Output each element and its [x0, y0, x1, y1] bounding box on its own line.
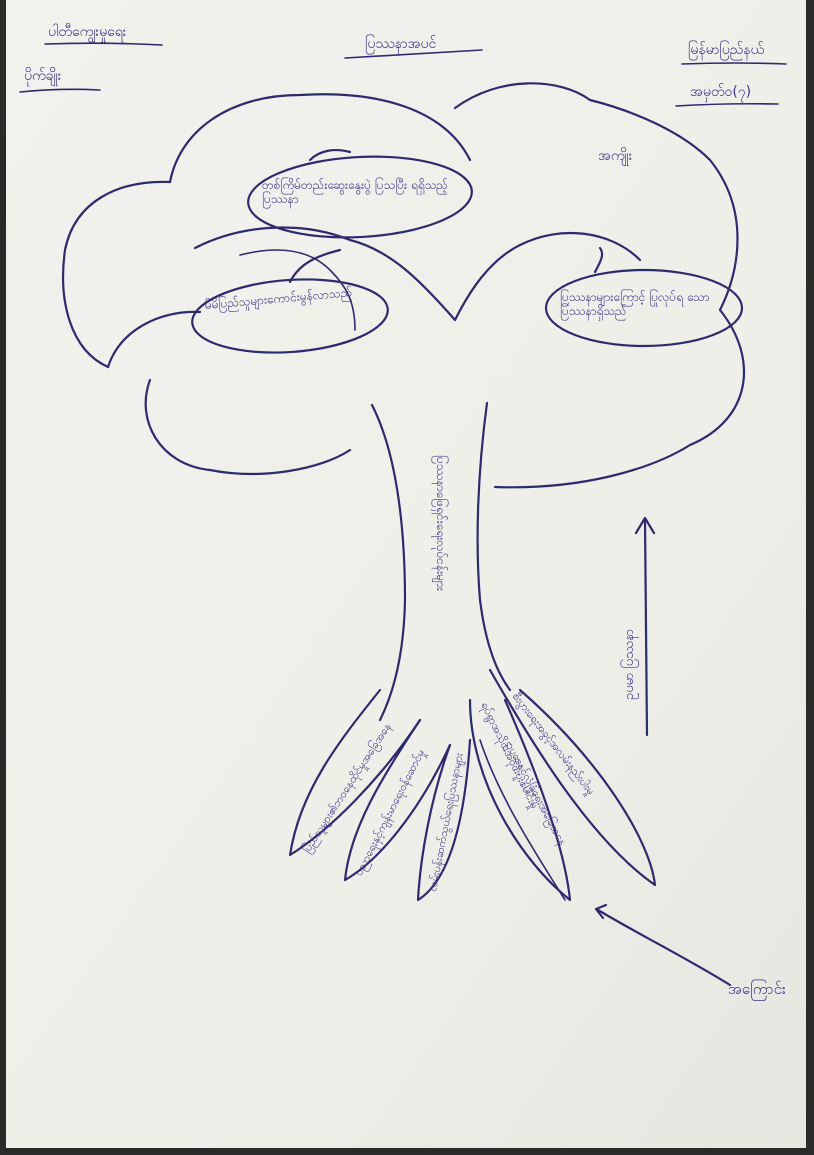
root-6-outline: [479, 739, 566, 901]
crown-lobe-bottom-left: [144, 378, 352, 475]
root-3-outline: [416, 738, 472, 902]
crown-inner-left: [106, 310, 202, 369]
bubble-top-text: တစ်ကြိမ်တည်းဆွေးနွေးပွဲ ပြသပြီး ရရှိသည့်…: [262, 178, 448, 207]
header-center-title: ပြဿနာအပင်: [365, 36, 437, 52]
tree-roots: [288, 668, 657, 902]
bubble-top-stem: [308, 149, 352, 162]
crown-inner-middle: [193, 226, 522, 322]
arrow-up-label: ဥပမာ ပြဿနာ: [622, 628, 637, 700]
header-right-line2: အမှတ်ဝ(၇): [690, 84, 752, 100]
header-left-line2: ပိုက်ချိုး: [24, 68, 62, 84]
bubble-left-stem: [288, 248, 342, 284]
bubble-right-stem: [593, 246, 604, 274]
crown-inner-right: [518, 231, 642, 262]
crown-lobe-right: [453, 82, 739, 312]
header-center-underline: [344, 49, 483, 59]
crown-lobe-top: [168, 93, 472, 184]
arrow-up-head: [634, 516, 656, 535]
bubble-top-outline: [247, 155, 473, 239]
arrow-up-shaft: [643, 518, 649, 737]
crown-label: အကျိုး: [598, 148, 633, 164]
arrow-root-shaft: [596, 908, 732, 987]
trunk-right-edge: [476, 401, 512, 692]
paper-sheet: [6, 0, 806, 1148]
header-right-underline-2: [675, 102, 779, 107]
crown-inner-curve: [239, 249, 356, 331]
root-2-outline: [343, 718, 452, 882]
header-right-underline: [681, 62, 787, 65]
bubble-left-outline: [191, 278, 389, 354]
tree-crown: [62, 82, 745, 489]
crown-lobe-left: [62, 180, 172, 369]
trunk-left-edge: [370, 403, 407, 722]
header-left-underline: [44, 42, 163, 46]
root-5-outline: [488, 668, 657, 887]
arrow-root-label: အကြောင်း: [728, 980, 786, 998]
header-left-line1: ပါတီကျွေးမှုရေး: [48, 24, 127, 40]
bubble-right-text: ပြဿနာများကြောင့် ပြုလုပ်ရ သော ပြဿနာရှိသည…: [560, 290, 710, 319]
header-left-underline-2: [19, 88, 101, 93]
trunk-text: ပြဿနာဖြေရှင်းရေးလုပ်ငန်းများ: [434, 455, 448, 591]
crown-lobe-bottom-right: [493, 308, 745, 489]
tree-trunk: [370, 401, 512, 722]
arrow-root-head: [594, 903, 608, 920]
root-4-outline: [468, 698, 572, 902]
header-right-line1: မြန်မာပြည်နယ်: [688, 42, 765, 58]
bubble-right-outline: [544, 268, 744, 348]
root-1-outline: [288, 688, 422, 857]
